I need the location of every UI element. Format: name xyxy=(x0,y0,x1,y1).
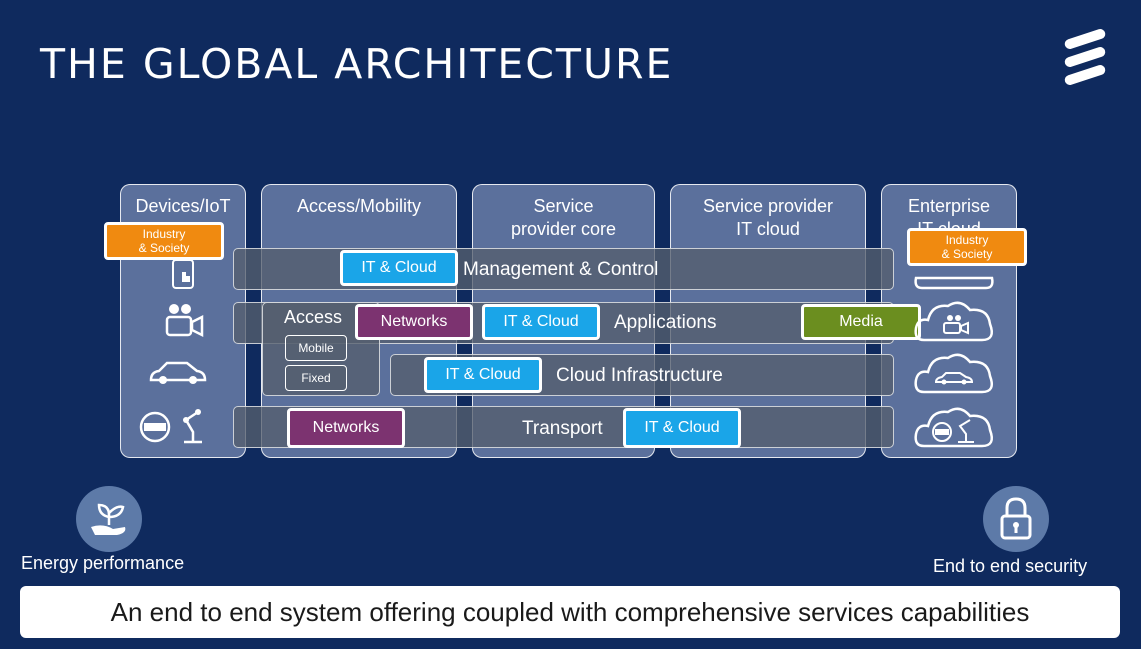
it-cloud-chip-cloud-infra: IT & Cloud xyxy=(424,357,542,393)
column-itcloud-header-line1: Service provider xyxy=(702,196,834,216)
column-devices-header: Devices/IoT xyxy=(135,196,231,216)
band-label-applications: Applications xyxy=(614,312,717,333)
hand-touch-icon xyxy=(172,259,194,289)
industry-society-chip-devices: Industry & Society xyxy=(104,222,224,260)
column-access-header: Access/Mobility xyxy=(296,196,422,216)
energy-caption: Energy performance xyxy=(21,553,185,573)
plant-hand-icon xyxy=(91,503,126,535)
meter-icon xyxy=(139,411,171,443)
it-cloud-chip-management: IT & Cloud xyxy=(340,250,458,286)
cloud-icon xyxy=(914,353,993,394)
footer-statement: An end to end system offering coupled wi… xyxy=(20,586,1120,638)
security-caption: End to end security xyxy=(933,556,1088,576)
industry-society-chip-enterprise: Industry & Society xyxy=(907,228,1027,266)
padlock-icon xyxy=(1000,497,1032,540)
band-label-access: Access xyxy=(284,307,343,327)
security-icon-circle xyxy=(983,486,1049,552)
mobile-box: Mobile xyxy=(285,335,347,361)
column-core-header: Service provider core xyxy=(473,195,654,241)
band-label-cloud-infra: Cloud Infrastructure xyxy=(556,365,723,386)
column-core-header-line2: provider core xyxy=(510,219,617,239)
band-label-transport: Transport xyxy=(522,418,603,439)
column-enterprise-header-line1: Enterprise xyxy=(907,196,991,216)
networks-chip-transport: Networks xyxy=(287,408,405,448)
car-icon xyxy=(149,361,207,384)
networks-chip-applications: Networks xyxy=(355,304,473,340)
column-itcloud-header-line2: IT cloud xyxy=(736,219,800,239)
fixed-box: Fixed xyxy=(285,365,347,391)
people-camera-icon xyxy=(165,304,204,338)
robot-arm-icon xyxy=(183,409,202,444)
industry-line2: & Society xyxy=(138,241,190,255)
page-title: THE GLOBAL ARCHITECTURE xyxy=(40,40,674,88)
column-itcloud-header: Service provider IT cloud xyxy=(671,195,865,241)
industry-line1-enterprise: Industry xyxy=(945,233,989,247)
it-cloud-chip-transport: IT & Cloud xyxy=(623,408,741,448)
cloud-icon xyxy=(914,407,993,448)
media-chip: Media xyxy=(801,304,921,340)
industry-line2-enterprise: & Society xyxy=(941,247,993,261)
cloud-icon xyxy=(914,276,994,290)
ericsson-logo-icon xyxy=(1064,29,1106,85)
band-label-management: Management & Control xyxy=(463,259,659,280)
column-core-header-line1: Service xyxy=(533,196,594,216)
industry-line1: Industry xyxy=(142,227,186,241)
it-cloud-chip-applications: IT & Cloud xyxy=(482,304,600,340)
energy-icon-circle xyxy=(76,486,142,552)
cloud-icon xyxy=(914,301,993,342)
